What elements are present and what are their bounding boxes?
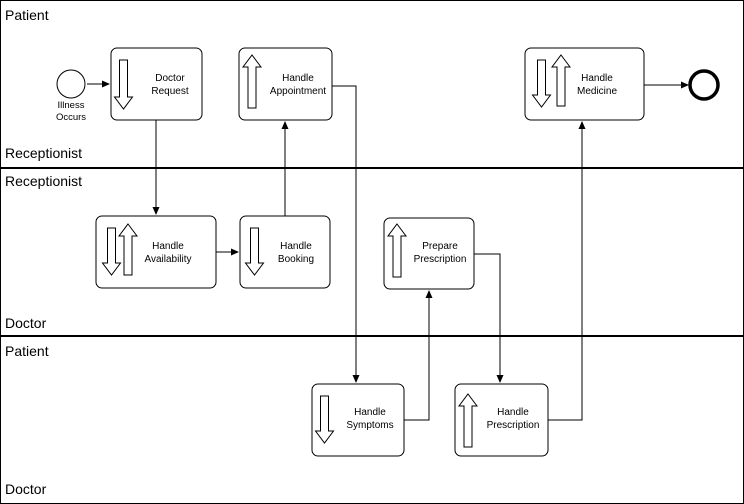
send-arrow-icon [387,223,407,278]
task-handle-medicine-line1: Handle [581,73,613,84]
flow-appointment-to-symptoms [332,85,360,383]
task-handle-availability[interactable]: Handle Availability [95,215,217,289]
task-handle-booking-box [239,215,331,289]
task-handle-booking-line2: Booking [278,254,314,265]
task-doctor-request-line1: Doctor [155,73,185,84]
task-handle-booking-line1: Handle [280,241,312,252]
task-handle-symptoms[interactable]: Handle Symptoms [311,383,405,457]
lane-3-top-label: Patient [5,343,49,359]
task-handle-medicine-line2: Medicine [577,86,617,97]
receive-arrow-icon [314,395,335,444]
task-handle-appointment-line1: Handle [282,73,314,84]
receive-arrow-icon [101,227,122,276]
task-handle-appointment-line2: Appointment [270,86,326,97]
task-handle-appointment[interactable]: Handle Appointment [238,47,333,121]
task-doctor-request-line2: Request [151,86,188,97]
receive-arrow-icon [531,59,552,108]
task-handle-appointment-box [238,47,333,121]
receive-arrow-icon [113,59,134,110]
task-handle-symptoms-box [311,383,405,457]
task-handle-prescription-line2: Prescription [487,420,540,431]
task-prepare-prescription-line1: Prepare [422,241,458,252]
task-handle-medicine[interactable]: Handle Medicine [524,47,645,121]
lane-2-top-label: Receptionist [5,173,82,189]
send-arrow-icon [551,54,571,107]
task-handle-prescription[interactable]: Handle Prescription [454,383,549,457]
task-handle-symptoms-line2: Symptoms [346,420,393,431]
send-arrow-icon [458,393,478,448]
task-handle-symptoms-line1: Handle [354,407,386,418]
flow-symptoms-to-prepare [404,290,433,421]
lane-2-bottom-label: Doctor [5,315,47,331]
end-event[interactable] [688,69,720,101]
task-handle-prescription-box [454,383,549,457]
task-doctor-request-box [110,47,203,121]
lane-3-bottom-label: Doctor [5,481,47,497]
receive-arrow-icon [244,227,265,276]
flow-prepare-to-handle-prescription [474,253,504,383]
start-event-label-line2: Occurs [56,112,86,123]
task-doctor-request[interactable]: Doctor Request [110,47,203,121]
task-handle-booking[interactable]: Handle Booking [239,215,331,289]
task-handle-availability-line2: Availability [144,254,191,265]
send-arrow-icon [118,223,138,276]
task-prepare-prescription[interactable]: Prepare Prescription [383,217,475,290]
flow-handle-prescription-to-medicine [548,121,586,421]
task-handle-availability-line1: Handle [152,241,184,252]
start-event-label-line1: Illness [58,100,85,111]
start-event[interactable]: Illness Occurs [56,69,86,123]
lane-1-bottom-label: Receptionist [5,145,82,161]
task-prepare-prescription-line2: Prescription [414,254,467,265]
lane-1-top-label: Patient [5,7,49,23]
send-arrow-icon [242,54,262,109]
start-event-circle [56,69,86,99]
task-handle-prescription-line1: Handle [497,407,529,418]
task-prepare-prescription-box [383,217,475,290]
